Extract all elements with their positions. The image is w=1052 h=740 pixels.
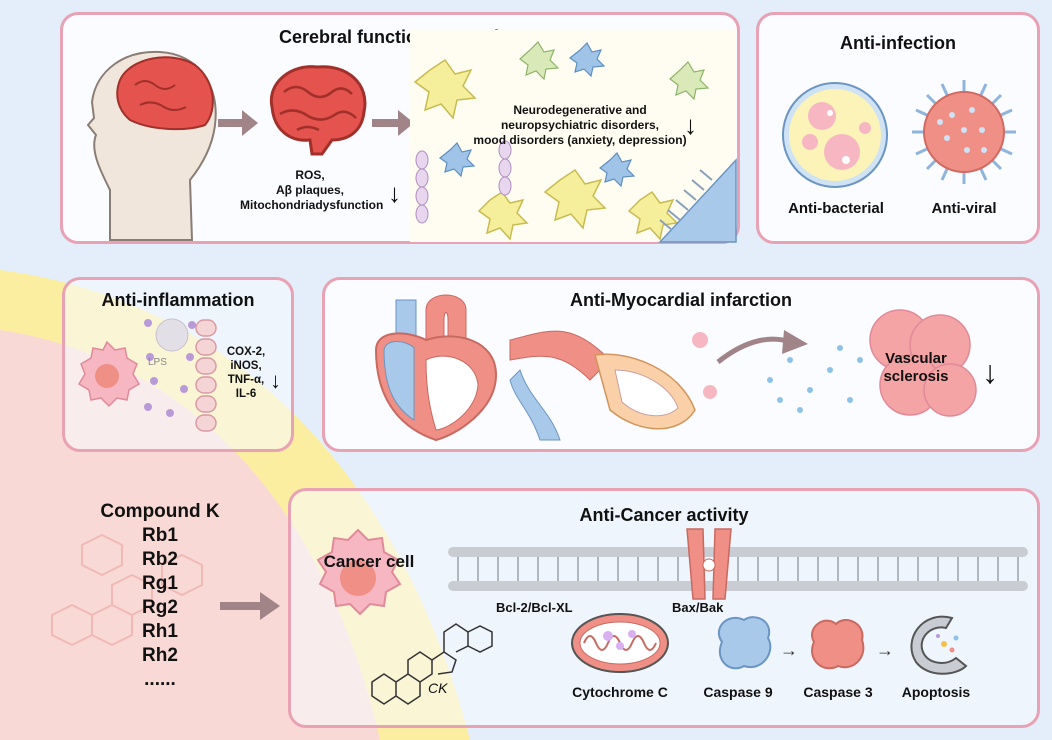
stress-line-mito: Mitochondriadysfunction (240, 198, 384, 212)
vascular-sclerosis-label: Vascular sclerosis (866, 350, 966, 386)
ginsenoside-structure-faint-icon (51, 533, 203, 647)
marker-cox2: COX-2, (226, 346, 266, 358)
bacterium-icon (782, 82, 888, 188)
disorders-down-arrow: ↓ (684, 110, 697, 140)
disorders-label: Neurodegenerative and neuropsychiatric d… (470, 103, 690, 148)
lps-molecules-icon (144, 318, 196, 417)
anti-bacterial-label: Anti-bacterial (788, 200, 884, 217)
head-profile-illustration (86, 50, 217, 241)
compound-arrow-icon (220, 592, 280, 620)
disorder-line-1: Neurodegenerative and (513, 103, 647, 117)
compound-item: Rb2 (142, 549, 178, 570)
pathway-arrow-1: → (780, 640, 798, 660)
vascular-plaque-icon (869, 309, 977, 417)
ck-label: CK (428, 680, 448, 696)
stress-down-arrow: ↓ (388, 178, 401, 208)
bcl-label: Bcl-2/Bcl-XL (496, 600, 573, 615)
marker-inos: iNOS, (230, 360, 262, 372)
disorder-line-2: neuropsychiatric disorders, (500, 118, 660, 132)
cell-membrane-icon (448, 547, 1028, 591)
infection-title: Anti-infection (840, 33, 956, 53)
cell-column-icon (195, 319, 217, 432)
stress-line-abeta: Aβ plaques, (275, 183, 344, 197)
cancer-cell-label: Cancer cell (323, 552, 415, 571)
process-arrow-2-icon (372, 110, 414, 136)
bax-label: Bax/Bak (672, 600, 724, 615)
brain-icon (269, 65, 367, 156)
brain-in-head-icon (116, 56, 214, 131)
compound-item: Rg1 (142, 573, 178, 594)
stress-factors-label: ROS, Aβ plaques, Mitochondriadysfunction (240, 168, 384, 213)
cytochrome-label: Cytochrome C (572, 684, 668, 700)
compound-item: Rh2 (142, 645, 178, 666)
caspase3-label: Caspase 3 (803, 684, 873, 700)
pathway-arrow-2: → (876, 640, 894, 660)
marker-il6: IL-6 (235, 388, 257, 400)
cancer-cell-icon (316, 528, 402, 616)
cancer-panel: Anti-Cancer activity (288, 488, 1040, 728)
vascular-down-arrow: ↓ (982, 354, 998, 390)
myocardial-title: Anti-Myocardial infarction (569, 290, 793, 310)
vascular-line-2: sclerosis (883, 368, 949, 385)
anti-viral-label: Anti-viral (931, 200, 997, 217)
inflammation-title: Anti-inflammation (101, 290, 255, 310)
virus-icon (912, 80, 1016, 184)
stress-line-ros: ROS, (295, 168, 325, 182)
caspase3-icon (811, 619, 865, 670)
bax-bak-channel-icon (686, 528, 732, 600)
caspase9-icon (717, 616, 772, 670)
marker-tnfa: TNF-α, (227, 374, 265, 386)
compound-item: Rh1 (142, 621, 178, 642)
compound-item: Rg2 (142, 597, 178, 618)
apoptosis-label: Apoptosis (901, 684, 971, 700)
vascular-line-1: Vascular (885, 350, 947, 367)
vessel-illustration (509, 330, 717, 441)
caspase9-label: Caspase 9 (703, 684, 773, 700)
disorder-line-3: mood disorders (anxiety, depression) (473, 133, 687, 147)
cancer-title: Anti-Cancer activity (579, 505, 749, 525)
macrophage-icon (77, 340, 141, 408)
lps-label: LPS (148, 357, 167, 368)
compound-item: ...... (144, 669, 176, 690)
ck-structure-icon (371, 623, 493, 705)
process-arrow-1-icon (218, 110, 258, 136)
inflammation-markers-label: COX-2, iNOS, TNF-α, IL-6 (220, 345, 272, 401)
mitochondrion-icon (571, 613, 669, 673)
neuron-network-illustration (410, 30, 737, 243)
inflammation-down-arrow: ↓ (270, 368, 281, 393)
scattered-particles-icon (767, 345, 863, 413)
compound-list: Compound K Rb1 Rb2 Rg1 Rg2 Rh1 Rh2 .....… (60, 500, 260, 692)
compound-item: Compound K (100, 501, 220, 522)
compound-item: Rb1 (142, 525, 178, 546)
apoptosis-icon (910, 615, 968, 675)
heart-illustration (374, 294, 498, 442)
flow-arrow-icon (716, 330, 808, 364)
